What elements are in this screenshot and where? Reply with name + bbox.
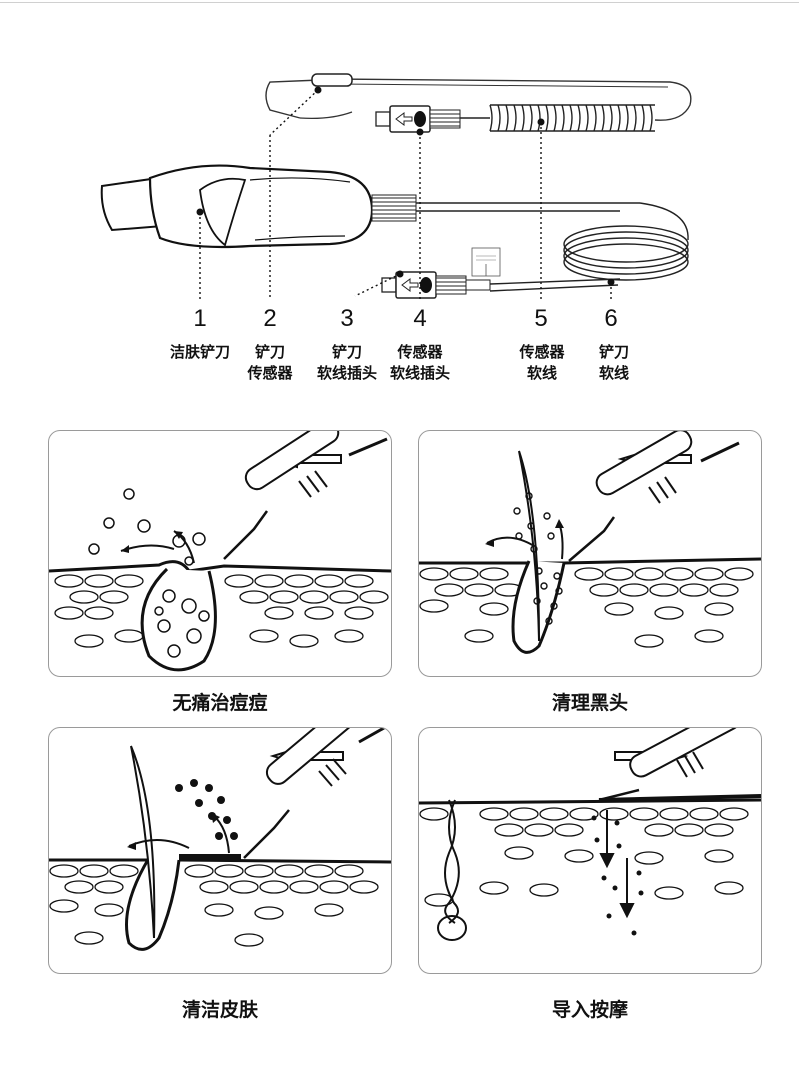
part-label-2: 铲刀 传感器 <box>247 343 293 382</box>
top-border-line <box>0 2 799 3</box>
part-number-4: 4 <box>413 305 427 332</box>
panel-cleanse <box>48 727 392 974</box>
callout-dots <box>196 86 615 286</box>
sensor-cord-plug-upper <box>375 105 461 133</box>
part-label-1: 洁肤铲刀 <box>169 343 230 361</box>
panel-blackhead <box>418 430 762 677</box>
blade-cord-plug-lower <box>381 271 491 299</box>
blade-tool <box>243 728 387 859</box>
part-number-3: 3 <box>340 305 354 332</box>
skin-surface <box>49 858 391 864</box>
skin-surface <box>419 557 761 565</box>
skin-surface <box>419 798 761 805</box>
part-number-5: 5 <box>534 305 548 332</box>
part-label-5: 传感器 软线 <box>519 343 565 382</box>
part-number-6: 6 <box>604 305 618 332</box>
skin-cells <box>419 807 749 907</box>
caption-cleanse: 清洁皮肤 <box>181 999 258 1021</box>
blade-tool <box>568 431 740 562</box>
part-label-6: 铲刀 软线 <box>598 343 629 382</box>
caption-acne: 无痛治痘痘 <box>172 692 268 714</box>
part-label-4: 传感器 软线插头 <box>389 343 450 382</box>
skin-scrubber-handle <box>100 164 417 249</box>
part-label-3: 铲刀 软线插头 <box>316 343 377 382</box>
coiled-sensor-cord <box>460 104 655 132</box>
pimple <box>140 567 217 672</box>
caption-massage: 导入按摩 <box>551 999 628 1021</box>
blade-cord <box>416 202 689 292</box>
skin-surface <box>49 560 391 573</box>
caption-blackhead: 清理黑头 <box>551 692 628 714</box>
sensor-wire <box>265 79 321 119</box>
blade-tool <box>223 431 388 560</box>
callout-lines <box>199 89 612 300</box>
infusion-arrows <box>599 810 635 919</box>
skin-cells <box>49 864 379 947</box>
part-number-1: 1 <box>193 305 207 332</box>
panel-acne <box>48 430 392 677</box>
blade-tool <box>598 728 741 802</box>
blade-sensor <box>311 73 353 87</box>
hair <box>130 745 156 939</box>
panel-massage <box>418 727 762 974</box>
part-number-2: 2 <box>263 305 277 332</box>
nerve-strand <box>437 799 467 941</box>
skin-cells <box>54 574 389 648</box>
skin-cells <box>419 567 754 648</box>
device-diagram <box>100 73 692 300</box>
